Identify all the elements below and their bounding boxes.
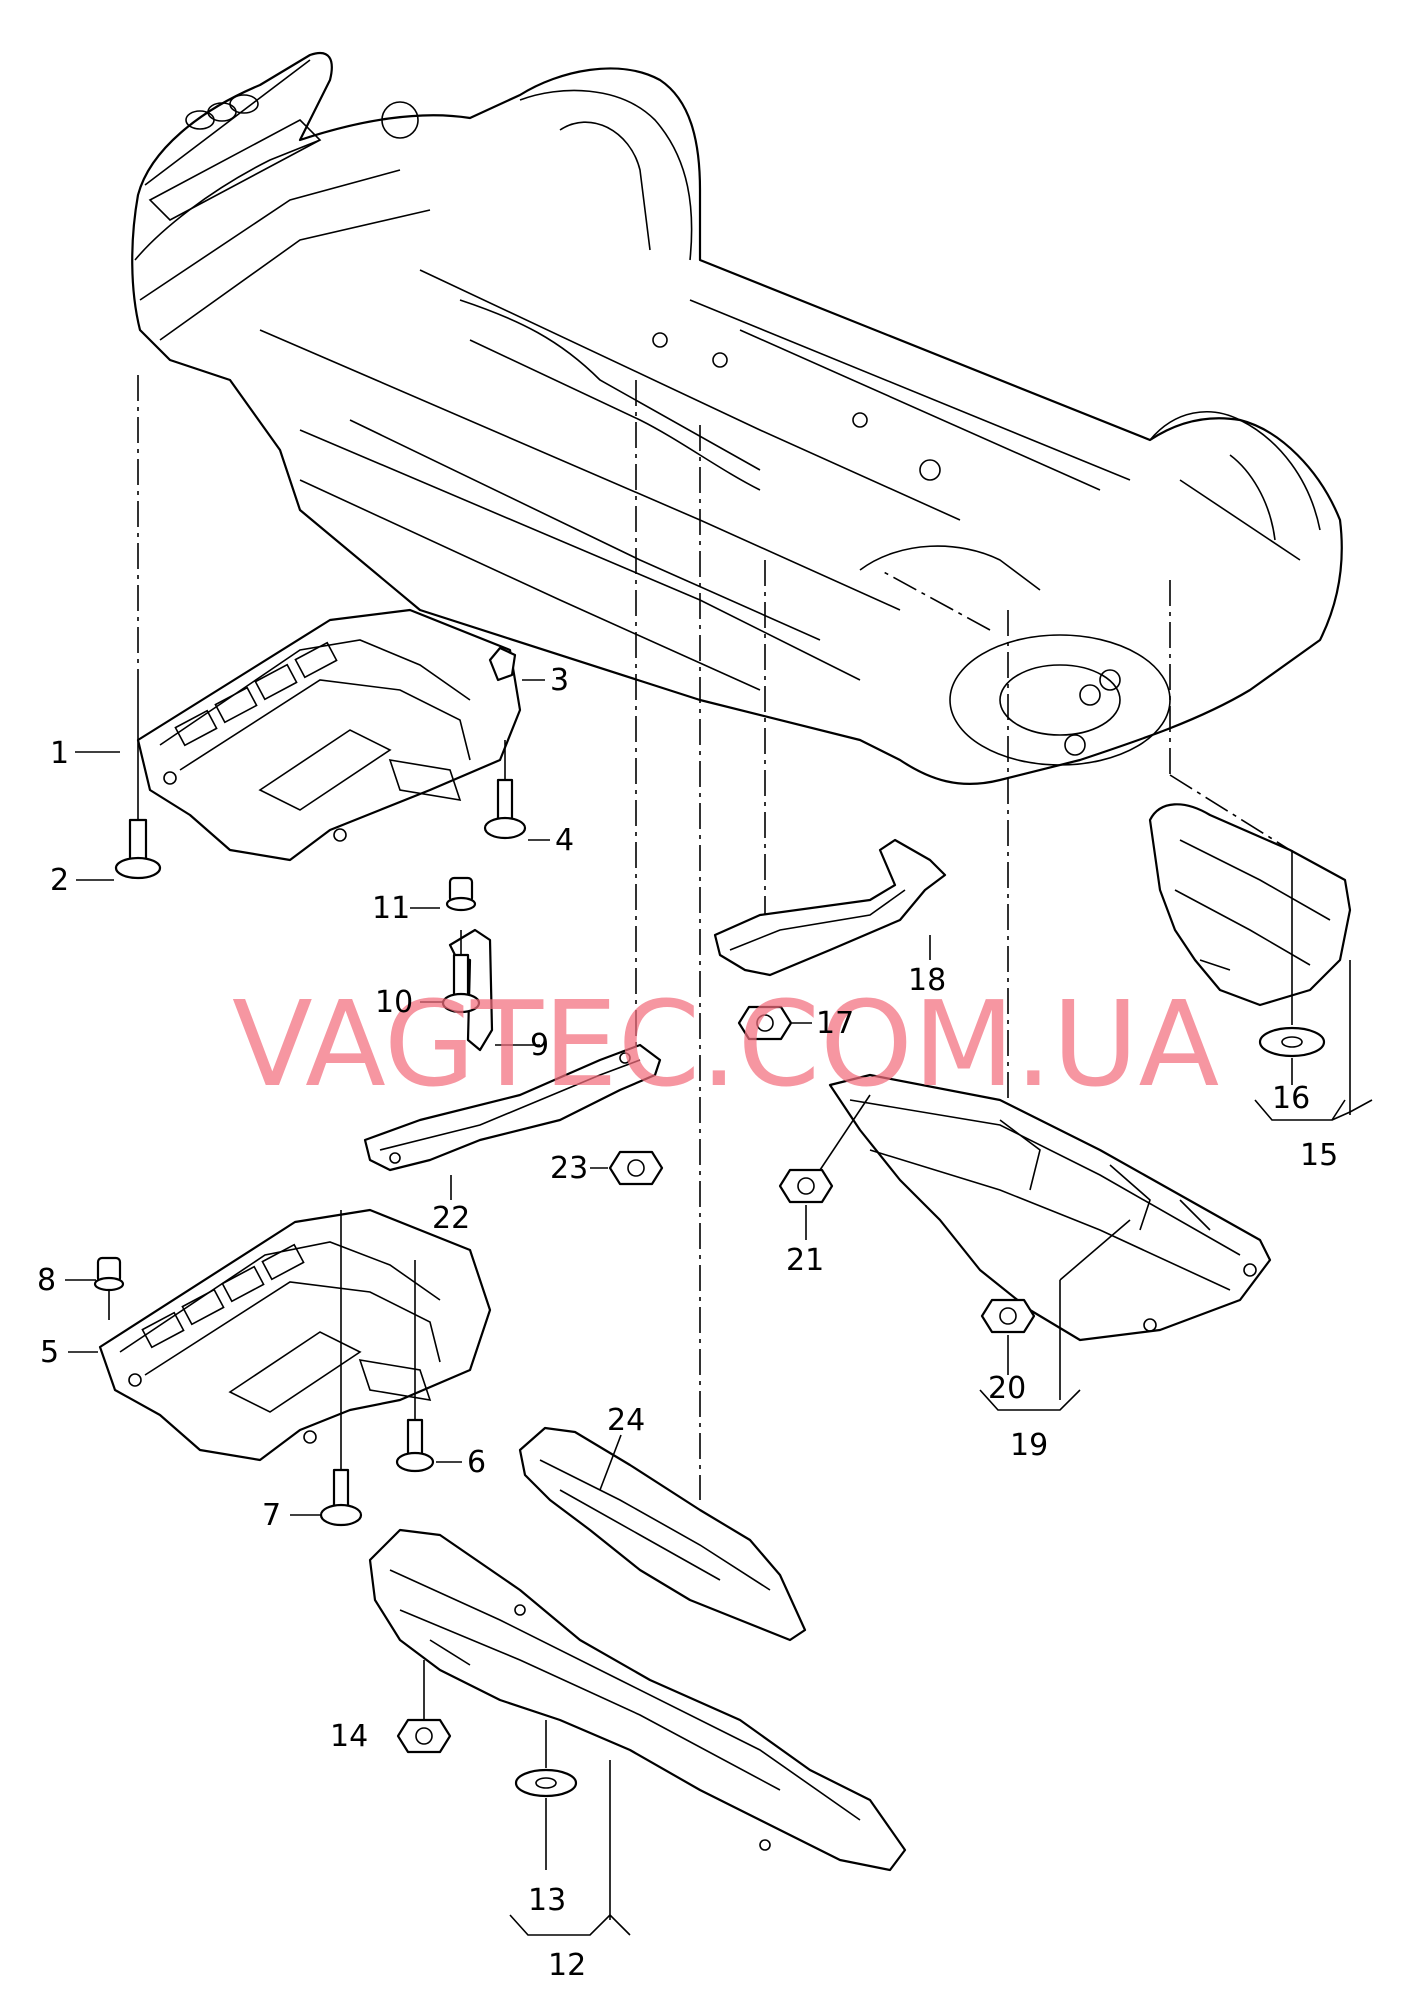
part-6-bolt [397,1420,433,1471]
part-3-clip [490,648,515,680]
label-1: 1 [50,736,69,771]
label-16: 16 [1272,1081,1310,1116]
watermark-text: VAGTEC.COM.UA [232,975,1219,1113]
label-15: 15 [1300,1138,1338,1173]
part-2-bolt [116,690,160,878]
label-3: 3 [550,663,569,698]
part-12-heat-shield [370,1530,905,1870]
label-20: 20 [988,1371,1026,1406]
part-17-nut [739,1007,791,1039]
part-23-nut [610,1152,662,1184]
label-13: 13 [528,1883,566,1918]
label-14: 14 [330,1719,368,1754]
assembly-lines [138,375,1290,1500]
part-7-bolt [321,1470,361,1525]
label-18: 18 [908,963,946,998]
part-18-bracket [715,840,945,975]
label-24: 24 [607,1403,645,1438]
part-15-rear-heat-shield [1150,804,1350,1005]
part-21-nut [780,1170,832,1202]
label-22: 22 [432,1201,470,1236]
label-4: 4 [555,823,574,858]
label-12: 12 [548,1948,586,1983]
part-labels: 1 2 3 4 5 6 7 8 9 10 11 12 13 14 15 16 1… [37,663,1338,1983]
part-5-underbody-panel [100,1210,490,1460]
part-22-cross-member [365,1045,660,1170]
label-19: 19 [1010,1428,1048,1463]
label-2: 2 [50,863,69,898]
part-16-clip [1260,1028,1324,1056]
leader-lines [65,680,1372,1935]
part-20-nut [982,1300,1034,1332]
part-8-clip [95,1258,123,1290]
label-8: 8 [37,1263,56,1298]
label-21: 21 [786,1243,824,1278]
part-1-front-underbody-panel [138,610,520,860]
part-4-bolt [485,780,525,838]
label-23: 23 [550,1151,588,1186]
label-7: 7 [262,1498,281,1533]
part-24-tunnel-heat-shield [520,1428,805,1640]
label-11: 11 [372,891,410,926]
fasteners [95,690,1324,1796]
label-9: 9 [530,1028,549,1063]
label-6: 6 [467,1445,486,1480]
label-5: 5 [40,1335,59,1370]
part-19-heat-shield [830,1075,1270,1340]
part-14-nut [398,1720,450,1752]
part-13-clip [516,1770,576,1796]
part-11-clip [447,878,475,910]
label-10: 10 [375,985,413,1020]
label-17: 17 [816,1006,854,1041]
